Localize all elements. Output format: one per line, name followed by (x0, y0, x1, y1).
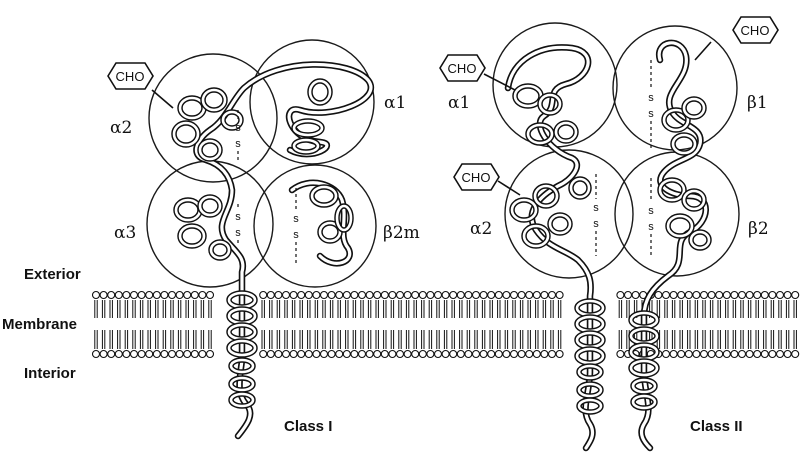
carbohydrate-class-i-alpha2: CHO (107, 62, 174, 109)
class-ii-alpha-chain-coils (509, 83, 606, 415)
disulfide-s-label: s (235, 122, 241, 134)
disulfide-s-label: s (293, 229, 299, 241)
disulfide-s-label: s (235, 138, 241, 150)
cho-label: CHO (462, 170, 491, 185)
class-i-alpha2-disulfide: ss (235, 110, 241, 160)
label-class-i-alpha2: α2 (110, 118, 132, 138)
label-class-i: Class I (284, 418, 332, 435)
cho-label: CHO (741, 23, 770, 38)
disulfide-s-label: s (648, 221, 654, 233)
label-class-i-beta2m: β2m (383, 223, 420, 243)
class-i-beta2m-domain (253, 164, 377, 288)
label-class-ii-beta1: β1 (747, 93, 768, 113)
disulfide-s-label: s (593, 218, 599, 230)
class-ii-beta-chain (638, 39, 709, 452)
class-ii-domains (492, 22, 740, 279)
disulfide-s-label: s (648, 205, 654, 217)
helical-coils (171, 78, 712, 415)
class-i-alpha1-domain (249, 39, 375, 165)
carbohydrate-class-ii-alpha2: CHO (453, 163, 521, 196)
carbohydrate-class-ii-alpha1: CHO (439, 54, 516, 91)
label-membrane: Membrane (2, 316, 77, 333)
class-i-heavy-chain-coils (171, 78, 333, 409)
disulfide-s-label: s (235, 211, 241, 223)
class-ii-alpha2-disulfide: ss (593, 174, 599, 256)
class-i-heavy-chain (193, 61, 374, 440)
label-class-i-alpha1: α1 (384, 93, 406, 113)
disulfide-s-label: s (293, 213, 299, 225)
label-class-i-alpha3: α3 (114, 223, 136, 243)
disulfide-s-label: s (235, 227, 241, 239)
carbohydrate-class-ii-beta1: CHO (694, 16, 779, 61)
label-class-ii: Class II (690, 418, 743, 435)
class-ii-alpha2-domain (504, 149, 634, 279)
disulfide-s-label: s (648, 92, 654, 104)
class-ii-beta1-disulfide: ss (648, 60, 654, 150)
class-i-alpha2-domain (148, 53, 278, 183)
label-interior: Interior (24, 365, 76, 382)
disulfide-s-label: s (593, 202, 599, 214)
label-class-ii-alpha2: α2 (470, 219, 492, 239)
class-ii-beta-chain-coils (628, 96, 712, 411)
cho-label: CHO (116, 69, 145, 84)
disulfide-s-label: s (648, 108, 654, 120)
lipid-bilayer (91, 290, 800, 359)
label-class-ii-alpha1: α1 (448, 93, 470, 113)
label-class-ii-beta2: β2 (748, 219, 769, 239)
class-i-beta2m-coils (309, 184, 354, 244)
class-ii-beta2-disulfide: ss (648, 178, 654, 258)
class-i-domains (146, 39, 377, 288)
class-i-alpha3-disulfide: ss (235, 204, 241, 244)
label-exterior: Exterior (24, 266, 81, 283)
class-i-beta2m-disulfide: ss (293, 188, 299, 264)
class-i-beta2m-chain (288, 179, 353, 267)
cho-label: CHO (448, 61, 477, 76)
